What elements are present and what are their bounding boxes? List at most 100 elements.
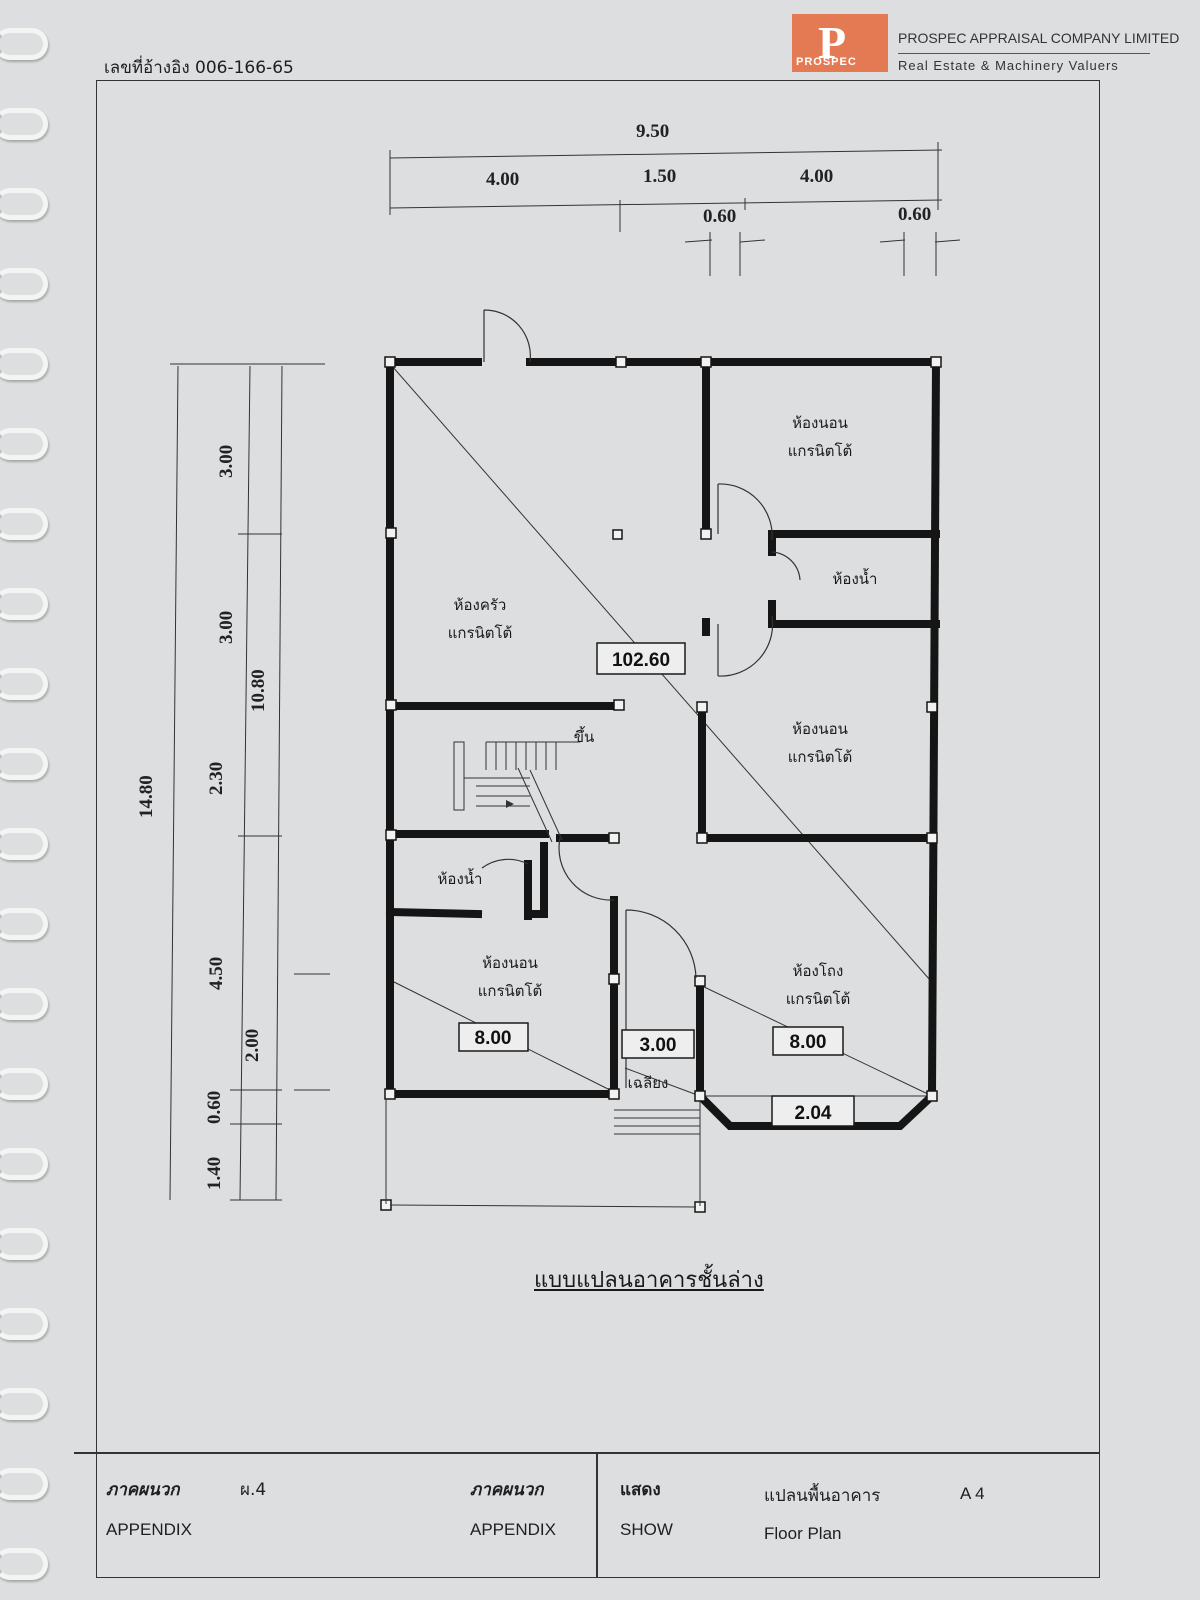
- dim-seg-mid: 1.50: [643, 166, 676, 187]
- binding-ring: [0, 1548, 48, 1580]
- room-bedroom3-name: ห้องนอน: [482, 954, 538, 972]
- binding-ring: [0, 988, 48, 1020]
- area-hall: 8.00: [790, 1032, 827, 1053]
- dim-d4: 4.50: [206, 957, 227, 990]
- binding-ring: [0, 428, 48, 460]
- front-door: [625, 909, 697, 1088]
- binding-ring: [0, 908, 48, 940]
- binding-ring: [0, 588, 48, 620]
- porch-outline: [385, 1100, 701, 1208]
- binding-ring: [0, 668, 48, 700]
- area-total: 102.60: [612, 650, 670, 671]
- stair-arrow-icon: [506, 800, 514, 808]
- show-th: แสดง: [620, 1480, 661, 1500]
- header-divider: [898, 53, 1150, 54]
- logo-word: PROSPEC: [796, 56, 857, 68]
- area-box-total: [596, 642, 686, 675]
- sheet-number: ผ.4: [240, 1480, 267, 1500]
- dim-overall-width: 9.50: [636, 121, 669, 142]
- room-bath1-name: ห้องน้ำ: [833, 568, 878, 588]
- binding-ring: [0, 828, 48, 860]
- dim-d3: 2.30: [206, 762, 227, 795]
- binding-ring: [0, 508, 48, 540]
- dim-d5: 2.00: [242, 1029, 263, 1062]
- area-box-porch: [621, 1029, 695, 1059]
- logo-letter: P: [818, 17, 847, 68]
- binding-ring: [0, 28, 48, 60]
- room-bedroom2-name: ห้องนอน: [792, 720, 848, 738]
- stair-up-label: ขึ้น: [574, 726, 595, 746]
- company-logo: [792, 14, 888, 72]
- appendix-th-left: ภาคผนวก: [106, 1480, 180, 1500]
- dim-overall-length: 14.80: [136, 775, 157, 818]
- area-values: 102.60 8.00 3.00 8.00 2.04: [475, 650, 832, 1124]
- binding-ring: [0, 1388, 48, 1420]
- description-th: แปลนพื้นอาคาร: [764, 1486, 881, 1506]
- title-block-separator: [596, 1452, 598, 1578]
- show-en: SHOW: [620, 1520, 673, 1539]
- company-tagline: Real Estate & Machinery Valuers: [898, 58, 1119, 73]
- reference-number: เลขที่อ้างอิง 006-166-65: [104, 58, 294, 78]
- binding-ring: [0, 1468, 48, 1500]
- dim-d1: 3.00: [216, 445, 237, 478]
- room-bath2-name: ห้องน้ำ: [438, 868, 483, 888]
- appendix-en-left: APPENDIX: [106, 1520, 192, 1539]
- binding-ring: [0, 188, 48, 220]
- room-kitchen-floor: แกรนิตโต้: [448, 624, 513, 642]
- dim-small-b: 0.60: [898, 204, 931, 225]
- room-hall-name: ห้องโถง: [793, 962, 844, 980]
- room-porch-name: เฉลียง: [628, 1074, 669, 1092]
- bedroom2-door: [717, 615, 774, 677]
- binding-ring: [0, 108, 48, 140]
- binding-ring: [0, 1068, 48, 1100]
- page-code: A 4: [960, 1484, 985, 1503]
- dimension-lines: [169, 142, 961, 1201]
- entry-door: [483, 309, 531, 363]
- area-indicator-lines: [389, 365, 932, 1097]
- description-en: Floor Plan: [764, 1524, 842, 1543]
- area-box-bedroom3: [458, 1022, 529, 1052]
- room-hall-floor: แกรนิตโต้: [786, 990, 851, 1008]
- staircase: [453, 741, 580, 843]
- room-labels: ห้องนอน แกรนิตโต้ ห้องน้ำ ห้องครัว แกรนิ…: [438, 414, 878, 1092]
- room-bedroom2-floor: แกรนิตโต้: [788, 748, 853, 766]
- title-block-divider: [74, 1452, 1100, 1454]
- area-porch: 3.00: [640, 1035, 677, 1056]
- room-bedroom1-name: ห้องนอน: [792, 414, 848, 432]
- room-bedroom1-floor: แกรนิตโต้: [788, 442, 853, 460]
- plan-title: แบบแปลนอาคารชั้นล่าง: [534, 1268, 764, 1293]
- dim-d6: 0.60: [204, 1091, 225, 1124]
- area-bedroom3: 8.00: [475, 1028, 512, 1049]
- bedroom3-door: [558, 837, 615, 901]
- bath1-door: [771, 551, 801, 581]
- dim-d7: 1.40: [204, 1157, 225, 1190]
- area-box-bay: [771, 1095, 855, 1127]
- area-boxes: [458, 642, 855, 1127]
- drawing-frame: [96, 80, 1100, 1578]
- area-box-hall: [772, 1026, 844, 1056]
- door-swings: [481, 309, 801, 1088]
- area-bay: 2.04: [795, 1103, 832, 1124]
- binding-ring: [0, 268, 48, 300]
- room-kitchen-name: ห้องครัว: [454, 596, 507, 614]
- walls: [385, 357, 941, 1130]
- dimension-labels: 9.50 4.00 1.50 4.00 0.60 0.60 14.80 10.8…: [136, 121, 931, 1190]
- bath2-door: [481, 858, 529, 869]
- dim-seg-right: 4.00: [800, 166, 833, 187]
- dim-inner-total: 10.80: [248, 669, 269, 712]
- dim-seg-left: 4.00: [486, 169, 519, 190]
- binding-ring: [0, 1228, 48, 1260]
- bedroom1-door: [717, 483, 773, 541]
- dim-d2: 3.00: [216, 611, 237, 644]
- company-name: PROSPEC APPRAISAL COMPANY LIMITED: [898, 30, 1180, 46]
- binding-ring: [0, 1308, 48, 1340]
- binding-ring: [0, 348, 48, 380]
- dim-small-a: 0.60: [703, 206, 736, 227]
- appendix-th-mid: ภาคผนวก: [470, 1480, 544, 1500]
- room-bedroom3-floor: แกรนิตโต้: [478, 982, 543, 1000]
- appendix-en-mid: APPENDIX: [470, 1520, 556, 1539]
- binding-ring: [0, 748, 48, 780]
- binding-ring: [0, 1148, 48, 1180]
